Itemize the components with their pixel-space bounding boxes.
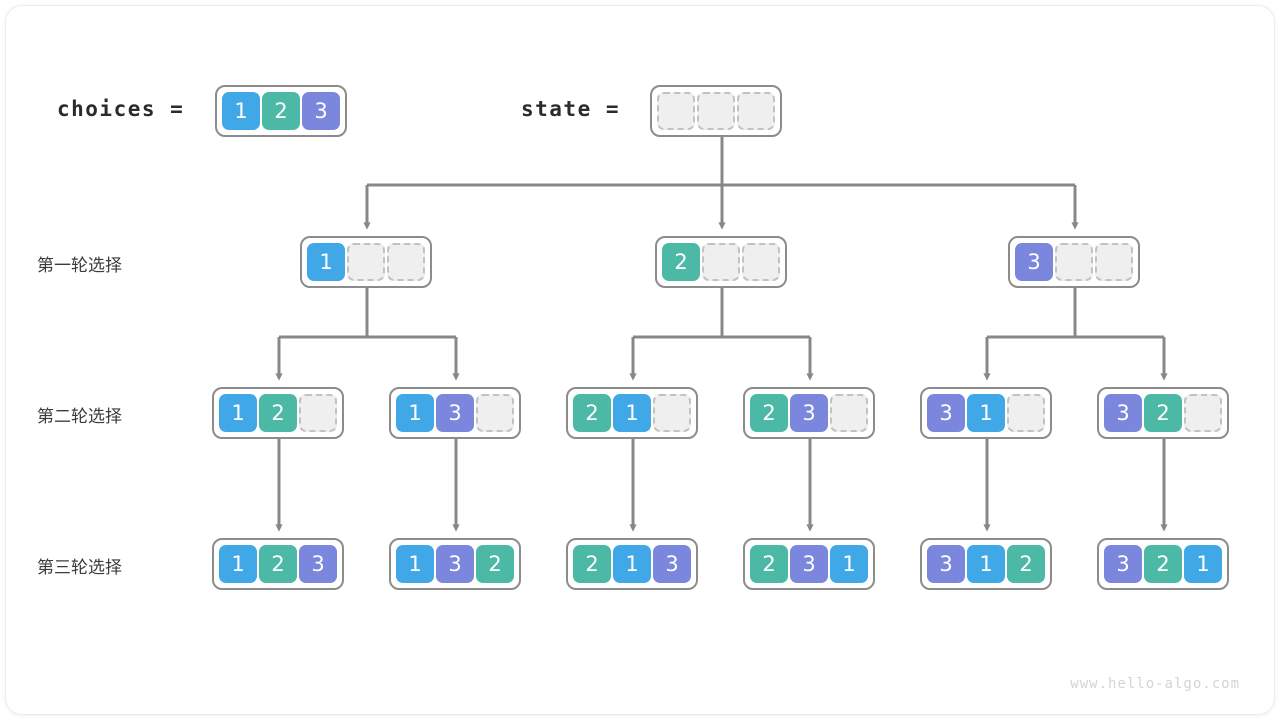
node-r1-2-cell-empty (742, 243, 780, 281)
card-frame (6, 6, 1274, 714)
node-r2-2-cell-3: 3 (436, 394, 474, 432)
row-label-round-3: 第三轮选择 (37, 558, 122, 578)
node-r1-3-cell-empty (1095, 243, 1133, 281)
node-r2-4-cell-2: 2 (750, 394, 788, 432)
state-node-round-1-3: 3 (1008, 236, 1140, 288)
node-r1-2-cell-2: 2 (662, 243, 700, 281)
node-r3-2-cell-2: 2 (476, 545, 514, 583)
choices-cell-3: 3 (302, 92, 340, 130)
node-r2-2-cell-1: 1 (396, 394, 434, 432)
node-r3-6-cell-3: 3 (1104, 545, 1142, 583)
node-r3-3-cell-1: 1 (613, 545, 651, 583)
node-r2-3-cell-1: 1 (613, 394, 651, 432)
node-r1-1-cell-empty (387, 243, 425, 281)
node-r3-3-cell-3: 3 (653, 545, 691, 583)
choices-cell-1: 1 (222, 92, 260, 130)
node-r3-6-cell-1: 1 (1184, 545, 1222, 583)
node-r3-6-cell-2: 2 (1144, 545, 1182, 583)
node-r1-2-cell-empty (702, 243, 740, 281)
node-r3-1-cell-3: 3 (299, 545, 337, 583)
node-r3-5-cell-3: 3 (927, 545, 965, 583)
state-cell-empty (657, 92, 695, 130)
watermark: www.hello-algo.com (1070, 676, 1240, 692)
state-cell-empty (697, 92, 735, 130)
node-r2-6-cell-2: 2 (1144, 394, 1182, 432)
node-r3-4-cell-2: 2 (750, 545, 788, 583)
node-r2-6-cell-3: 3 (1104, 394, 1142, 432)
node-r3-4-cell-1: 1 (830, 545, 868, 583)
row-label-round-1: 第一轮选择 (37, 256, 122, 276)
node-r2-1-cell-empty (299, 394, 337, 432)
node-r1-1-cell-1: 1 (307, 243, 345, 281)
row-label-round-2: 第二轮选择 (37, 407, 122, 427)
node-r2-5-cell-3: 3 (927, 394, 965, 432)
node-r2-5-cell-empty (1007, 394, 1045, 432)
node-r3-1-cell-1: 1 (219, 545, 257, 583)
node-r3-2-cell-3: 3 (436, 545, 474, 583)
choices-cell-2: 2 (262, 92, 300, 130)
state-node-round-1-1: 1 (300, 236, 432, 288)
node-r2-3-cell-empty (653, 394, 691, 432)
state-array (650, 85, 782, 137)
node-r3-2-cell-1: 1 (396, 545, 434, 583)
node-r3-4-cell-3: 3 (790, 545, 828, 583)
node-r1-1-cell-empty (347, 243, 385, 281)
state-node-round-1-2: 2 (655, 236, 787, 288)
node-r2-4-cell-3: 3 (790, 394, 828, 432)
node-r3-3-cell-2: 2 (573, 545, 611, 583)
node-r1-3-cell-empty (1055, 243, 1093, 281)
node-r2-1-cell-1: 1 (219, 394, 257, 432)
choices-label: choices = (57, 97, 185, 121)
node-r2-5-cell-1: 1 (967, 394, 1005, 432)
node-r2-3-cell-2: 2 (573, 394, 611, 432)
node-r3-1-cell-2: 2 (259, 545, 297, 583)
state-label: state = (521, 97, 621, 121)
state-cell-empty (737, 92, 775, 130)
node-r1-3-cell-3: 3 (1015, 243, 1053, 281)
node-r2-1-cell-2: 2 (259, 394, 297, 432)
node-r2-4-cell-empty (830, 394, 868, 432)
node-r2-6-cell-empty (1184, 394, 1222, 432)
node-r3-5-cell-1: 1 (967, 545, 1005, 583)
node-r3-5-cell-2: 2 (1007, 545, 1045, 583)
node-r2-2-cell-empty (476, 394, 514, 432)
